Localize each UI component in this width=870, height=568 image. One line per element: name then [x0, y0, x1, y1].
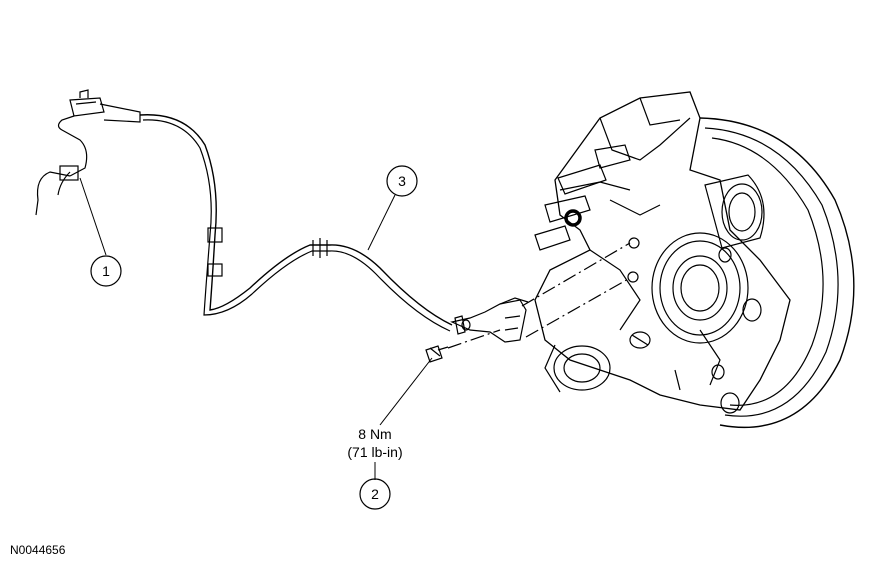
torque-imperial: (71 lb-in) — [347, 444, 403, 460]
brake-rotor — [699, 117, 855, 429]
torque-metric: 8 Nm — [358, 426, 392, 442]
abs-sensor-head — [450, 297, 529, 343]
bleeder-fittings — [534, 144, 631, 251]
wheel-hub — [651, 232, 749, 344]
figure-id: N0044656 — [10, 543, 66, 557]
lower-bore — [544, 344, 611, 393]
callout-1-label: 1 — [102, 263, 110, 279]
callout-circles — [90, 165, 418, 510]
sensor-bolt — [425, 345, 449, 363]
sensor-cable — [139, 114, 453, 332]
steering-knuckle — [534, 91, 791, 411]
alignment-lines — [447, 242, 631, 349]
sensor-connector — [35, 89, 141, 216]
leader-lines — [79, 177, 433, 480]
callout-2-label: 2 — [371, 486, 379, 502]
hub-studs — [627, 237, 762, 414]
caliper-piston — [704, 174, 765, 249]
torque-spec: 8 Nm (71 lb-in) — [330, 425, 420, 461]
callout-3-label: 3 — [398, 173, 406, 189]
